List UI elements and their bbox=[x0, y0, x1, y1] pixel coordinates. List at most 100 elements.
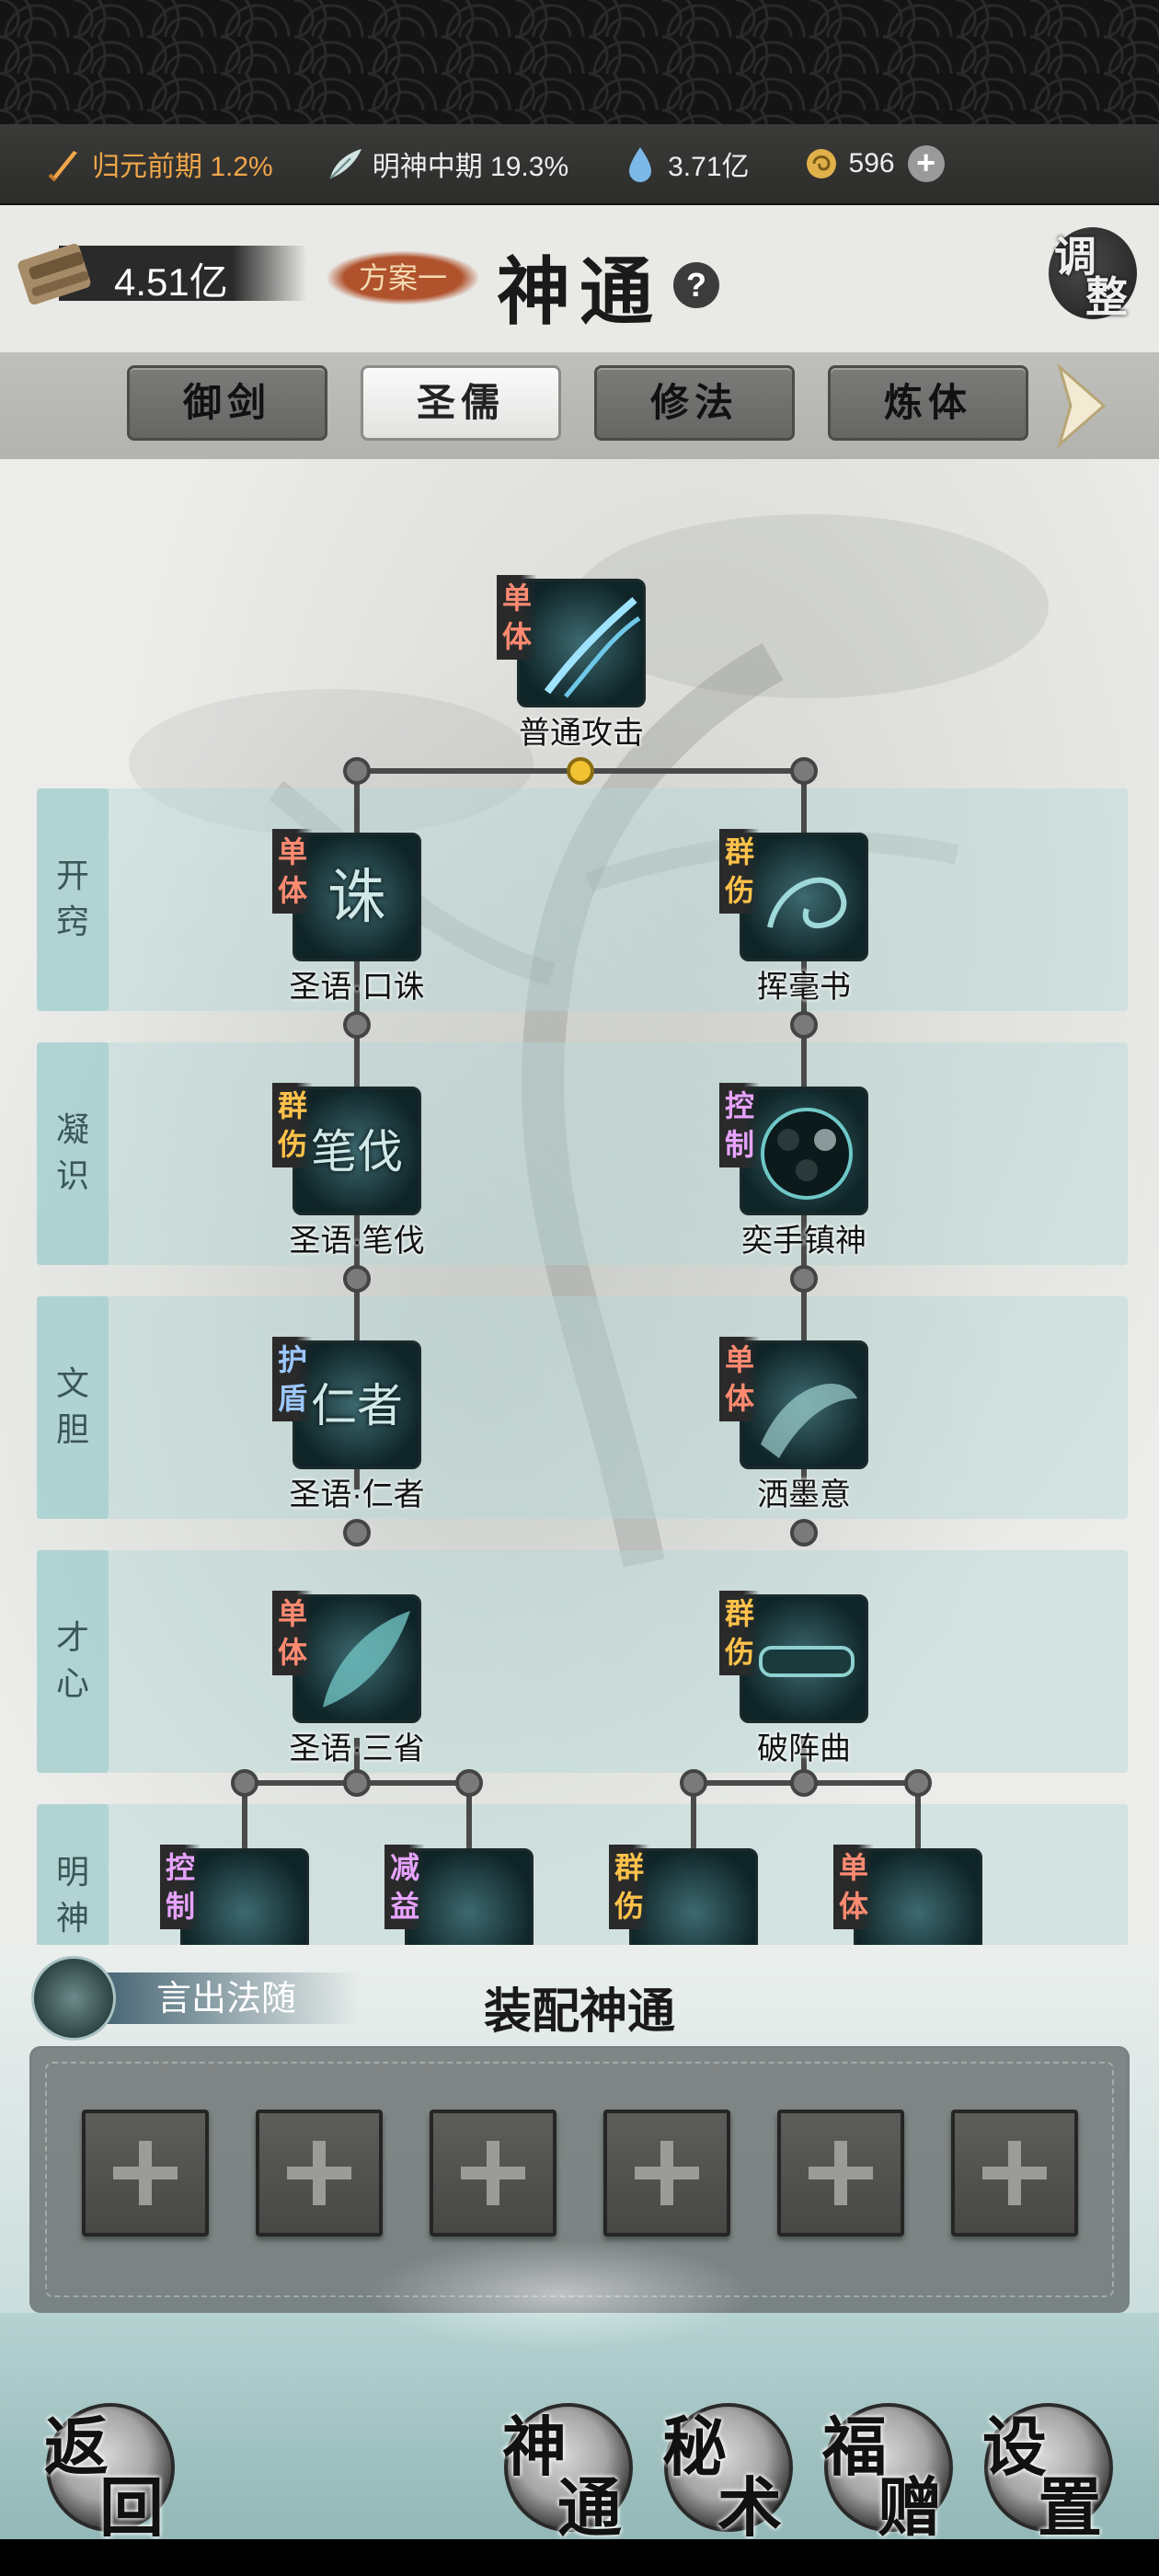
tree-node bbox=[790, 1011, 818, 1039]
connector-line bbox=[915, 1784, 921, 1848]
skill-tag: 减益 bbox=[384, 1845, 425, 1929]
skill-glyph: 笔伐 bbox=[311, 1125, 403, 1179]
back-char-1: 返 bbox=[44, 2409, 109, 2485]
back-button[interactable]: 返 回 bbox=[44, 2403, 175, 2546]
skill-tag: 群伤 bbox=[719, 829, 760, 914]
tree-node bbox=[343, 1265, 371, 1293]
skill-glyph: 仁者 bbox=[311, 1379, 403, 1432]
row-label-char: 识 bbox=[55, 1157, 89, 1195]
skill-shengyu-bifa[interactable]: 笔伐 bbox=[293, 1087, 421, 1215]
add-coin-button[interactable]: + bbox=[907, 145, 945, 182]
scroll-icon bbox=[17, 243, 91, 305]
skill-shengyu-renzhe[interactable]: 仁者 bbox=[293, 1340, 421, 1469]
medal-icon bbox=[31, 1956, 116, 2041]
leaf-sword-icon bbox=[329, 149, 361, 179]
feather-icon bbox=[323, 1611, 410, 1708]
skill-shengyu-kouzhu[interactable]: 诛 bbox=[293, 833, 421, 961]
row-label-char: 神 bbox=[55, 1900, 89, 1938]
skill-samoyi[interactable] bbox=[740, 1340, 868, 1469]
resource-realm-1: 归元前期 1.2% bbox=[44, 144, 273, 184]
row-band-ningshi bbox=[37, 1042, 1128, 1265]
skill-mingshen-2[interactable] bbox=[405, 1848, 534, 1945]
skill-tag: 群伤 bbox=[719, 1591, 760, 1675]
skill-pozhenqu[interactable] bbox=[740, 1594, 868, 1723]
skill-name: 洒墨意 bbox=[757, 1478, 851, 1512]
row-label-char: 开 bbox=[55, 857, 89, 895]
ribbon-label: 言出法随 bbox=[83, 1972, 359, 2024]
tree-node bbox=[790, 1769, 818, 1797]
row-band-caixin bbox=[37, 1550, 1128, 1773]
row-band-kaiqiao bbox=[37, 788, 1128, 1011]
skill-yishou-zhenshen[interactable] bbox=[740, 1087, 868, 1215]
skill-tag: 单体 bbox=[272, 829, 313, 914]
fuzeng-button[interactable]: 福 赠 bbox=[822, 2403, 953, 2546]
page-title: 神通 bbox=[497, 248, 662, 335]
row-label-caixin: 才 心 bbox=[37, 1550, 109, 1773]
skill-tag: 群伤 bbox=[272, 1083, 313, 1167]
row-label-char: 凝 bbox=[55, 1111, 89, 1149]
row-label-kaiqiao: 开 窍 bbox=[37, 788, 109, 1011]
equip-slot-1[interactable] bbox=[82, 2110, 209, 2237]
tab-bar: 御剑 圣儒 修法 炼体 bbox=[0, 352, 1159, 459]
mishu-char-2: 术 bbox=[717, 2469, 782, 2546]
adjust-char-1: 调 bbox=[1054, 232, 1096, 282]
skill-tag: 群伤 bbox=[609, 1845, 649, 1929]
tree-node bbox=[343, 1011, 371, 1039]
coin-icon bbox=[806, 149, 836, 178]
claw-slash-icon bbox=[544, 596, 641, 698]
tab-lianti[interactable]: 炼体 bbox=[828, 365, 1028, 441]
connector-line bbox=[466, 1784, 472, 1848]
tree-node bbox=[790, 1519, 818, 1547]
resource-bar: 归元前期 1.2% 明神中期 19.3% 3.71亿 596 + bbox=[0, 124, 1159, 205]
row-label-char: 心 bbox=[55, 1665, 89, 1703]
mishu-button[interactable]: 秘 术 bbox=[662, 2403, 793, 2546]
resource-coin-label: 596 bbox=[848, 148, 895, 178]
skill-putong-gongji[interactable] bbox=[517, 579, 646, 707]
shentong-button[interactable]: 神 通 bbox=[502, 2403, 633, 2546]
chevron-right-icon[interactable] bbox=[1049, 360, 1113, 452]
skill-huihaoshu[interactable] bbox=[740, 833, 868, 961]
equip-title: 装配神通 bbox=[483, 1984, 675, 2040]
row-label-char: 胆 bbox=[55, 1411, 89, 1449]
tree-node bbox=[790, 757, 818, 785]
brush-swirl-icon bbox=[767, 877, 847, 928]
tab-xiufa[interactable]: 修法 bbox=[594, 365, 795, 441]
adjust-char-2: 整 bbox=[1085, 272, 1128, 322]
skill-name: 挥毫书 bbox=[757, 970, 851, 1005]
skill-mingshen-1[interactable] bbox=[180, 1848, 309, 1945]
settings-button[interactable]: 设 置 bbox=[982, 2403, 1113, 2546]
row-label-char: 窍 bbox=[55, 903, 89, 941]
resource-realm-1-label: 归元前期 1.2% bbox=[92, 152, 273, 182]
tab-shengru[interactable]: 圣儒 bbox=[361, 365, 561, 441]
plan-selector[interactable]: 方案一 bbox=[327, 251, 478, 305]
connector-line bbox=[691, 1784, 696, 1848]
row-label-mingshen: 明 神 bbox=[37, 1804, 109, 1945]
skill-shengyu-sansheng[interactable] bbox=[293, 1594, 421, 1723]
resource-realm-2: 明神中期 19.3% bbox=[325, 144, 568, 184]
tree-node bbox=[455, 1769, 483, 1797]
skill-glyph: 诛 bbox=[327, 864, 386, 932]
mishu-char-1: 秘 bbox=[662, 2409, 727, 2485]
shentong-char-2: 通 bbox=[557, 2469, 622, 2546]
settings-char-1: 设 bbox=[982, 2409, 1047, 2485]
equip-slot-3[interactable] bbox=[430, 2110, 557, 2237]
adjust-button[interactable]: 调 整 bbox=[1049, 227, 1137, 322]
tree-node bbox=[343, 757, 371, 785]
ink-splash-icon bbox=[761, 1384, 857, 1458]
resource-spirit-label: 3.71亿 bbox=[668, 152, 750, 182]
connector-line bbox=[242, 1784, 247, 1848]
power-display: 4.51亿 bbox=[13, 233, 307, 306]
equip-slot-2[interactable] bbox=[256, 2110, 383, 2237]
skill-tag: 单体 bbox=[272, 1591, 313, 1675]
equip-slot-6[interactable] bbox=[951, 2110, 1078, 2237]
tree-node bbox=[680, 1769, 707, 1797]
skill-mingshen-4[interactable] bbox=[854, 1848, 982, 1945]
skill-name: 圣语·仁者 bbox=[289, 1478, 425, 1512]
skill-tag: 单体 bbox=[497, 575, 537, 660]
row-band-wendan bbox=[37, 1296, 1128, 1519]
help-button[interactable]: ? bbox=[673, 262, 719, 308]
equip-slot-5[interactable] bbox=[777, 2110, 904, 2237]
tab-yujian[interactable]: 御剑 bbox=[127, 365, 327, 441]
equip-slot-4[interactable] bbox=[603, 2110, 730, 2237]
row-label-char: 明 bbox=[55, 1854, 89, 1892]
